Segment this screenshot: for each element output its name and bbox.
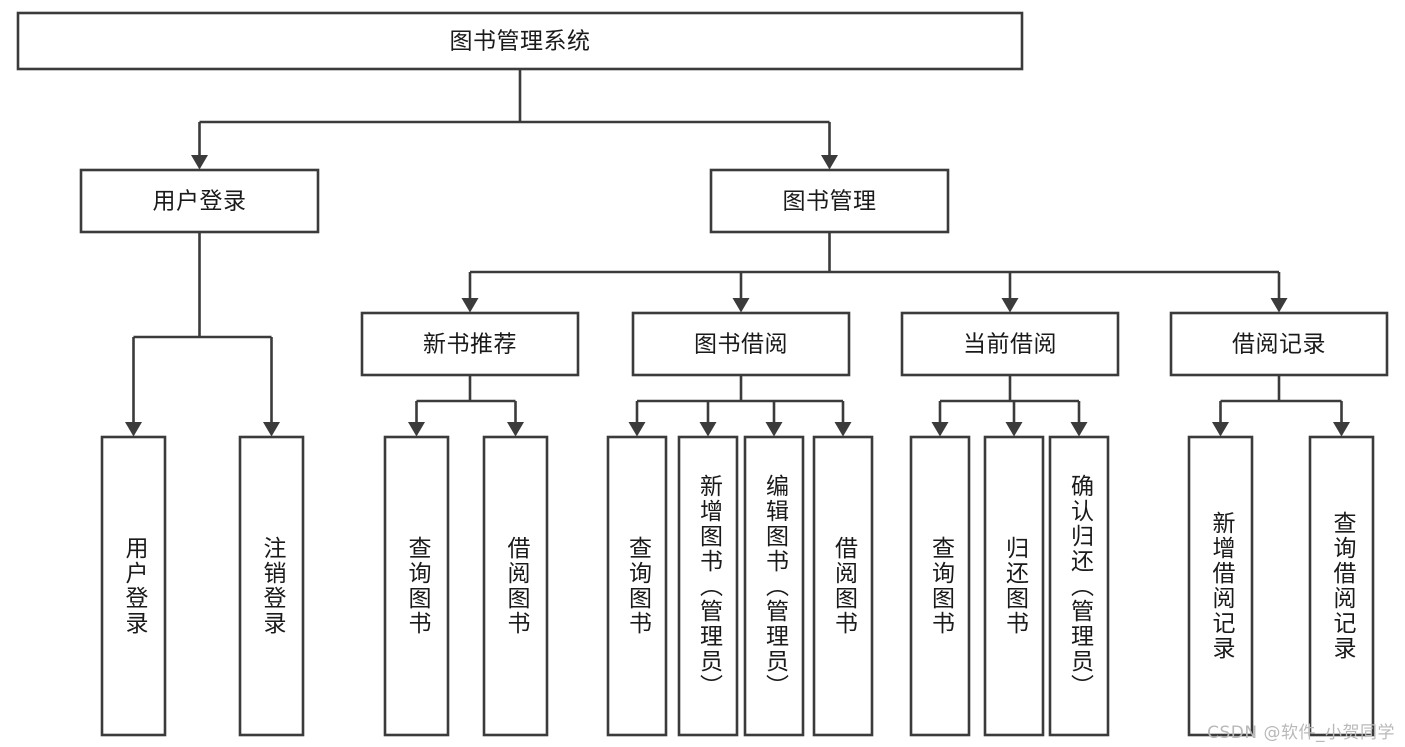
node-label-book-manage: 图书管理: [783, 189, 877, 215]
node-box-root[interactable]: [16, 11, 1024, 71]
arrow-head-icon: [834, 422, 852, 437]
node-box-leaf-add-book[interactable]: [677, 435, 739, 737]
arrow-head-icon: [1270, 298, 1288, 313]
arrow-head-icon: [125, 422, 142, 437]
arrow-head-icon: [1001, 298, 1019, 313]
arrow-head-icon: [507, 422, 524, 437]
node-box-leaf-edit-book[interactable]: [743, 435, 805, 737]
node-label-borrow-record: 借阅记录: [1232, 332, 1326, 358]
edge-layer: [125, 69, 1350, 437]
arrow-head-icon: [765, 422, 783, 437]
node-label-book-borrow: 图书借阅: [694, 332, 788, 358]
node-box-leaf-borrow-book-2[interactable]: [812, 435, 874, 737]
node-box-leaf-query-book-3[interactable]: [909, 435, 971, 737]
node-box-leaf-user-login[interactable]: [100, 435, 167, 737]
node-label-new-book-recommend: 新书推荐: [423, 332, 517, 358]
box-layer: [16, 11, 1389, 737]
node-label-user-login: 用户登录: [153, 189, 247, 215]
node-box-borrow-record[interactable]: [1169, 311, 1389, 377]
arrow-head-icon: [732, 298, 750, 313]
node-label-current-borrow: 当前借阅: [963, 332, 1057, 358]
node-box-book-borrow[interactable]: [631, 311, 851, 377]
arrow-head-icon: [408, 422, 425, 437]
node-box-leaf-user-logout[interactable]: [238, 435, 305, 737]
watermark-text: CSDN @软件_小贺同学: [1207, 723, 1395, 743]
node-label-root: 图书管理系统: [450, 29, 591, 55]
node-box-current-borrow[interactable]: [900, 311, 1120, 377]
node-box-leaf-return-book[interactable]: [983, 435, 1045, 737]
arrow-head-icon: [461, 298, 479, 313]
arrow-head-icon: [191, 155, 208, 170]
arrow-head-icon: [1212, 422, 1229, 437]
node-box-leaf-add-record[interactable]: [1187, 435, 1254, 737]
arrow-head-icon: [821, 155, 838, 170]
node-box-book-manage[interactable]: [709, 168, 950, 234]
arrow-head-icon: [1070, 422, 1088, 437]
node-box-leaf-query-book-1[interactable]: [383, 435, 450, 737]
node-box-leaf-confirm-return[interactable]: [1048, 435, 1110, 737]
node-box-leaf-query-book-2[interactable]: [606, 435, 668, 737]
arrow-head-icon: [931, 422, 949, 437]
arrow-head-icon: [699, 422, 717, 437]
node-box-leaf-borrow-book-1[interactable]: [482, 435, 549, 737]
node-box-user-login[interactable]: [79, 168, 320, 234]
arrow-head-icon: [1005, 422, 1023, 437]
arrow-head-icon: [1333, 422, 1350, 437]
arrow-head-icon: [263, 422, 280, 437]
node-box-leaf-query-record[interactable]: [1308, 435, 1375, 737]
node-box-new-book-recommend[interactable]: [360, 311, 580, 377]
arrow-head-icon: [628, 422, 646, 437]
